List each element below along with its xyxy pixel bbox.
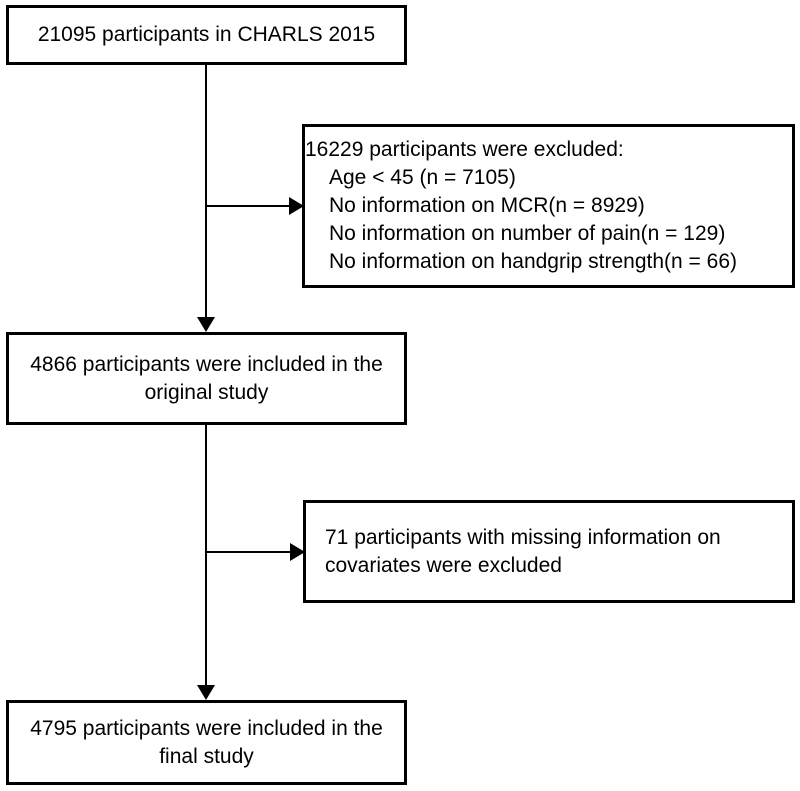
node-exclusion-2-label: 71 participants with missing information… xyxy=(325,526,721,577)
connector-enrollment-to-original xyxy=(205,65,207,317)
exclusion-1-item-mcr: No information on MCR(n = 8929) xyxy=(329,194,645,218)
arrowhead-right-exclusion-1 xyxy=(289,197,304,215)
node-exclusion-1: 16229 participants were excluded: Age < … xyxy=(302,124,795,288)
exclusion-1-list: 16229 participants were excluded: Age < … xyxy=(305,136,737,276)
exclusion-1-item-pain: No information on number of pain(n = 129… xyxy=(329,221,726,245)
arrowhead-down-final xyxy=(197,685,215,700)
node-final-study-label: 4795 participants were included in the f… xyxy=(30,717,383,768)
connector-original-to-final xyxy=(205,425,207,685)
connector-branch-exclusion-2 xyxy=(205,551,290,553)
node-final-study: 4795 participants were included in the f… xyxy=(6,700,407,785)
node-original-study-label: 4866 participants were included in the o… xyxy=(30,353,383,404)
exclusion-1-item-age: Age < 45 (n = 7105) xyxy=(329,166,516,190)
connector-branch-exclusion-1 xyxy=(205,205,289,207)
node-enrollment: 21095 participants in CHARLS 2015 xyxy=(6,5,407,65)
exclusion-1-header: 16229 participants were excluded: xyxy=(305,138,624,162)
node-original-study: 4866 participants were included in the o… xyxy=(6,332,407,425)
arrowhead-down-original xyxy=(197,317,215,332)
exclusion-1-item-handgrip: No information on handgrip strength(n = … xyxy=(329,249,737,273)
node-exclusion-2: 71 participants with missing information… xyxy=(303,500,795,603)
arrowhead-right-exclusion-2 xyxy=(290,543,305,561)
node-enrollment-label: 21095 participants in CHARLS 2015 xyxy=(37,23,376,47)
